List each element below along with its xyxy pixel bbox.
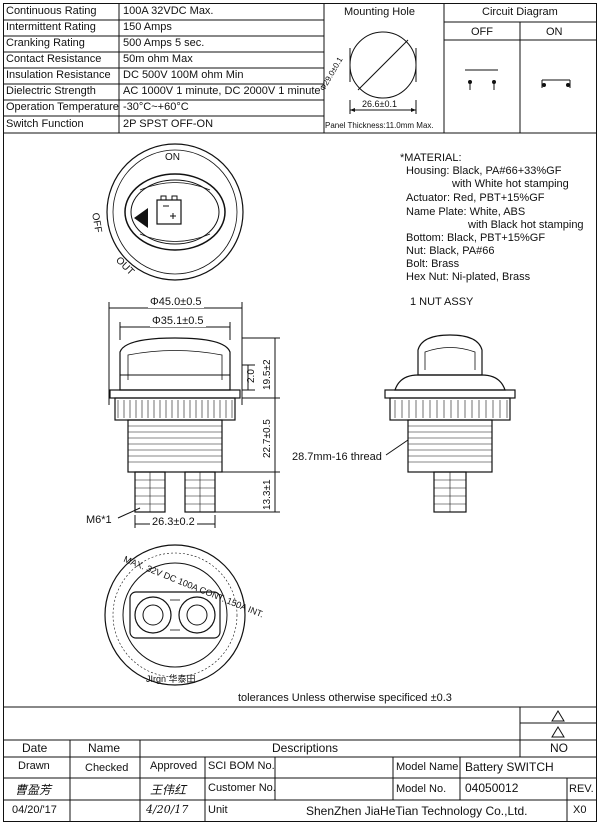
title-no-header: NO bbox=[550, 741, 568, 755]
spec-label-cranking-rating: Cranking Rating bbox=[6, 37, 85, 49]
spec-value-intermittent-rating: 150 Amps bbox=[123, 21, 172, 33]
panel-thickness-note: Panel Thickness:11.0mm Max. bbox=[325, 121, 434, 130]
title-model-name-label: Model Name bbox=[396, 761, 459, 773]
title-approved-date: 4/20/17 bbox=[146, 803, 189, 816]
title-customer-no-label: Customer No. bbox=[208, 782, 276, 794]
title-unit-label: Unit bbox=[208, 804, 228, 816]
circuit-off-label: OFF bbox=[471, 26, 493, 38]
company-name: ShenZhen JiaHeTian Technology Co.,Ltd. bbox=[306, 804, 528, 818]
title-descriptions-header: Descriptions bbox=[272, 741, 339, 755]
title-model-no-value: 04050012 bbox=[465, 781, 519, 795]
spec-value-cranking-rating: 500 Amps 5 sec. bbox=[123, 37, 205, 49]
dim-terminal-spacing: 26.3±0.2 bbox=[150, 516, 197, 528]
spec-value-continuous-rating: 100A 32VDC Max. bbox=[123, 5, 214, 17]
title-drawer-signature: 曹盈芳 bbox=[15, 783, 52, 797]
spec-value-operation-temperature: -30°C~+60°C bbox=[123, 101, 189, 113]
title-model-no-label: Model No. bbox=[396, 783, 447, 795]
circuit-on-label: ON bbox=[546, 26, 563, 38]
material-heading: *MATERIAL: bbox=[400, 152, 462, 164]
dim-body-thread: 28.7mm-16 thread bbox=[292, 451, 382, 463]
material-line: Bottom: Black, PBT+15%GF bbox=[406, 232, 546, 244]
material-line: with White hot stamping bbox=[452, 178, 569, 190]
material-line: with Black hot stamping bbox=[468, 219, 584, 231]
material-line: Hex Nut: Ni-plated, Brass bbox=[406, 271, 531, 283]
mounting-hole-width: 26.6±0.1 bbox=[362, 99, 397, 109]
title-approved-label: Approved bbox=[150, 760, 198, 772]
title-checked-label: Checked bbox=[85, 762, 129, 774]
title-approver-signature: 王伟红 bbox=[150, 783, 187, 797]
spec-value-insulation-resistance: DC 500V 100M ohm Min bbox=[123, 69, 244, 81]
material-line: Bolt: Brass bbox=[406, 258, 460, 270]
material-line: Name Plate: White, ABS bbox=[406, 206, 526, 218]
bottom-brand-text: JIrgn 华泰田 bbox=[146, 674, 196, 684]
tolerance-note: tolerances Unless otherwise specificed ±… bbox=[238, 692, 452, 704]
spec-label-switch-function: Switch Function bbox=[6, 118, 84, 130]
title-sci-bom-label: SCI BOM No. bbox=[208, 760, 275, 772]
title-drawn-label: Drawn bbox=[18, 760, 50, 772]
dim-flange-height: 2.0 bbox=[246, 369, 257, 383]
spec-label-intermittent-rating: Intermittent Rating bbox=[6, 21, 96, 33]
top-view-on-label: ON bbox=[165, 152, 180, 163]
spec-label-insulation-resistance: Insulation Resistance bbox=[6, 69, 111, 81]
spec-label-continuous-rating: Continuous Rating bbox=[6, 5, 97, 17]
material-line: Actuator: Red, PBT+15%GF bbox=[406, 192, 545, 204]
spec-value-contact-resistance: 50m ohm Max bbox=[123, 53, 193, 65]
title-date-header: Date bbox=[22, 741, 48, 755]
spec-value-dielectric-strength: AC 1000V 1 minute, DC 2000V 1 minute bbox=[123, 85, 321, 97]
dim-body-height: 22.7±0.5 bbox=[262, 419, 273, 458]
dim-outer-diameter: Φ45.0±0.5 bbox=[148, 296, 204, 308]
title-drawn-date: 04/20/'17 bbox=[12, 804, 57, 816]
dim-actuator-height: 19.5±2 bbox=[262, 359, 273, 390]
assembly-note: 1 NUT ASSY bbox=[410, 296, 474, 308]
title-name-header: Name bbox=[88, 741, 121, 755]
spec-label-dielectric-strength: Dielectric Strength bbox=[6, 85, 96, 97]
spec-label-contact-resistance: Contact Resistance bbox=[6, 53, 102, 65]
mounting-hole-title: Mounting Hole bbox=[344, 6, 415, 18]
circuit-diagram-title: Circuit Diagram bbox=[482, 6, 558, 18]
title-model-name-value: Battery SWITCH bbox=[465, 760, 554, 774]
dim-actuator-diameter: Φ35.1±0.5 bbox=[150, 315, 206, 327]
material-line: Housing: Black, PA#66+33%GF bbox=[406, 165, 562, 177]
title-rev-label: REV. bbox=[569, 783, 594, 795]
title-rev-value: X0 bbox=[573, 804, 587, 816]
dim-terminal-thread: M6*1 bbox=[86, 514, 112, 526]
material-line: Nut: Black, PA#66 bbox=[406, 245, 495, 257]
dim-terminal-height: 13.3±1 bbox=[262, 479, 273, 510]
spec-label-operation-temperature: Operation Temperature bbox=[6, 101, 119, 113]
spec-value-switch-function: 2P SPST OFF-ON bbox=[123, 118, 214, 130]
